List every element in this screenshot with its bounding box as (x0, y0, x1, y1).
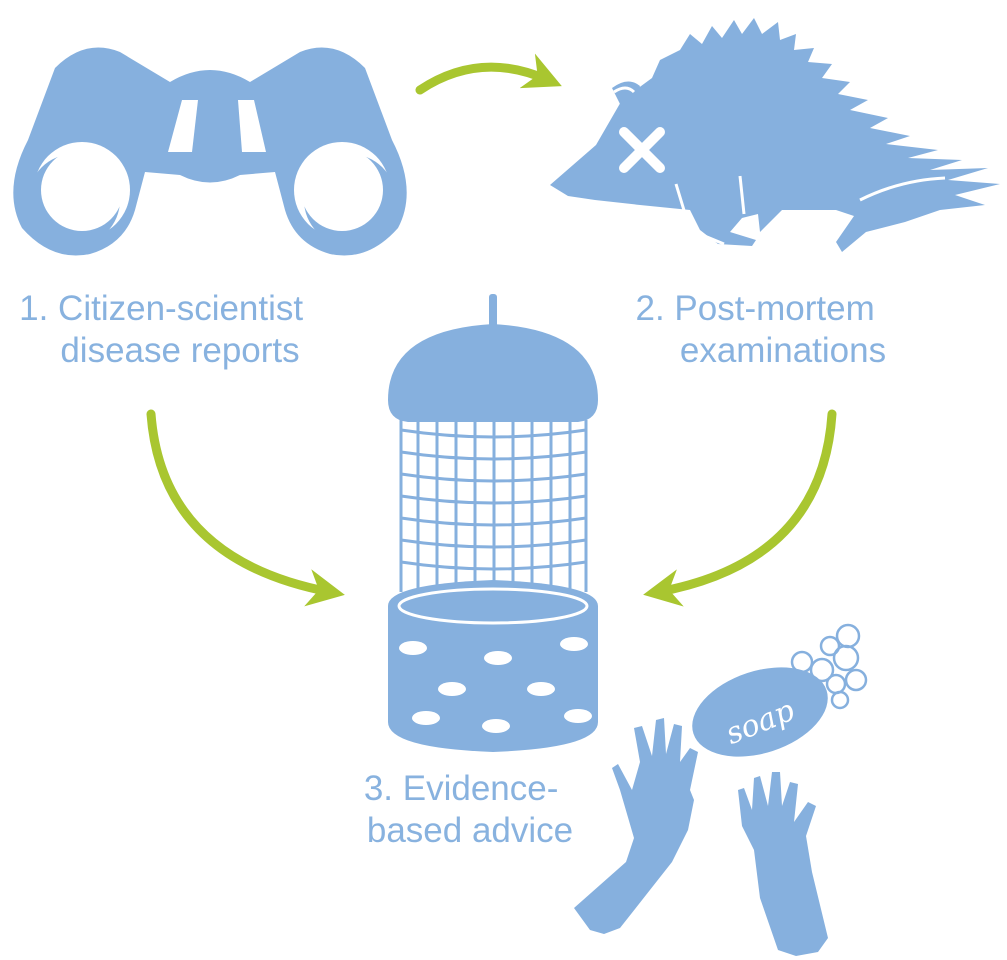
cross-eye-icon (619, 127, 665, 173)
soap-icon: soap (692, 623, 868, 757)
step-3-line2: based advice (367, 811, 573, 850)
bubbles-icon (790, 623, 868, 710)
step-2-label: 2. Post-mortem examinations (636, 289, 887, 370)
arrows (146, 53, 837, 607)
step-3-line1: 3. Evidence- (364, 769, 559, 808)
gloves-icon (574, 718, 828, 956)
arrow-reports-to-advice (146, 409, 345, 607)
arrow-postmortem-to-advice (643, 409, 837, 607)
dead-hedgehog-icon (550, 18, 1000, 252)
step-1-line2: disease reports (60, 331, 299, 370)
binoculars-icon (13, 47, 407, 256)
step-2-line1: 2. Post-mortem (636, 289, 875, 328)
arrow-binoculars-to-postmortem (415, 53, 562, 95)
step-3-label: 3. Evidence- based advice (364, 769, 573, 850)
step-1-label: 1. Citizen-scientist disease reports (19, 289, 313, 370)
step-2-line2: examinations (680, 331, 886, 370)
step-1-line1: 1. Citizen-scientist (19, 289, 303, 328)
bird-feeder-icon (388, 294, 598, 752)
